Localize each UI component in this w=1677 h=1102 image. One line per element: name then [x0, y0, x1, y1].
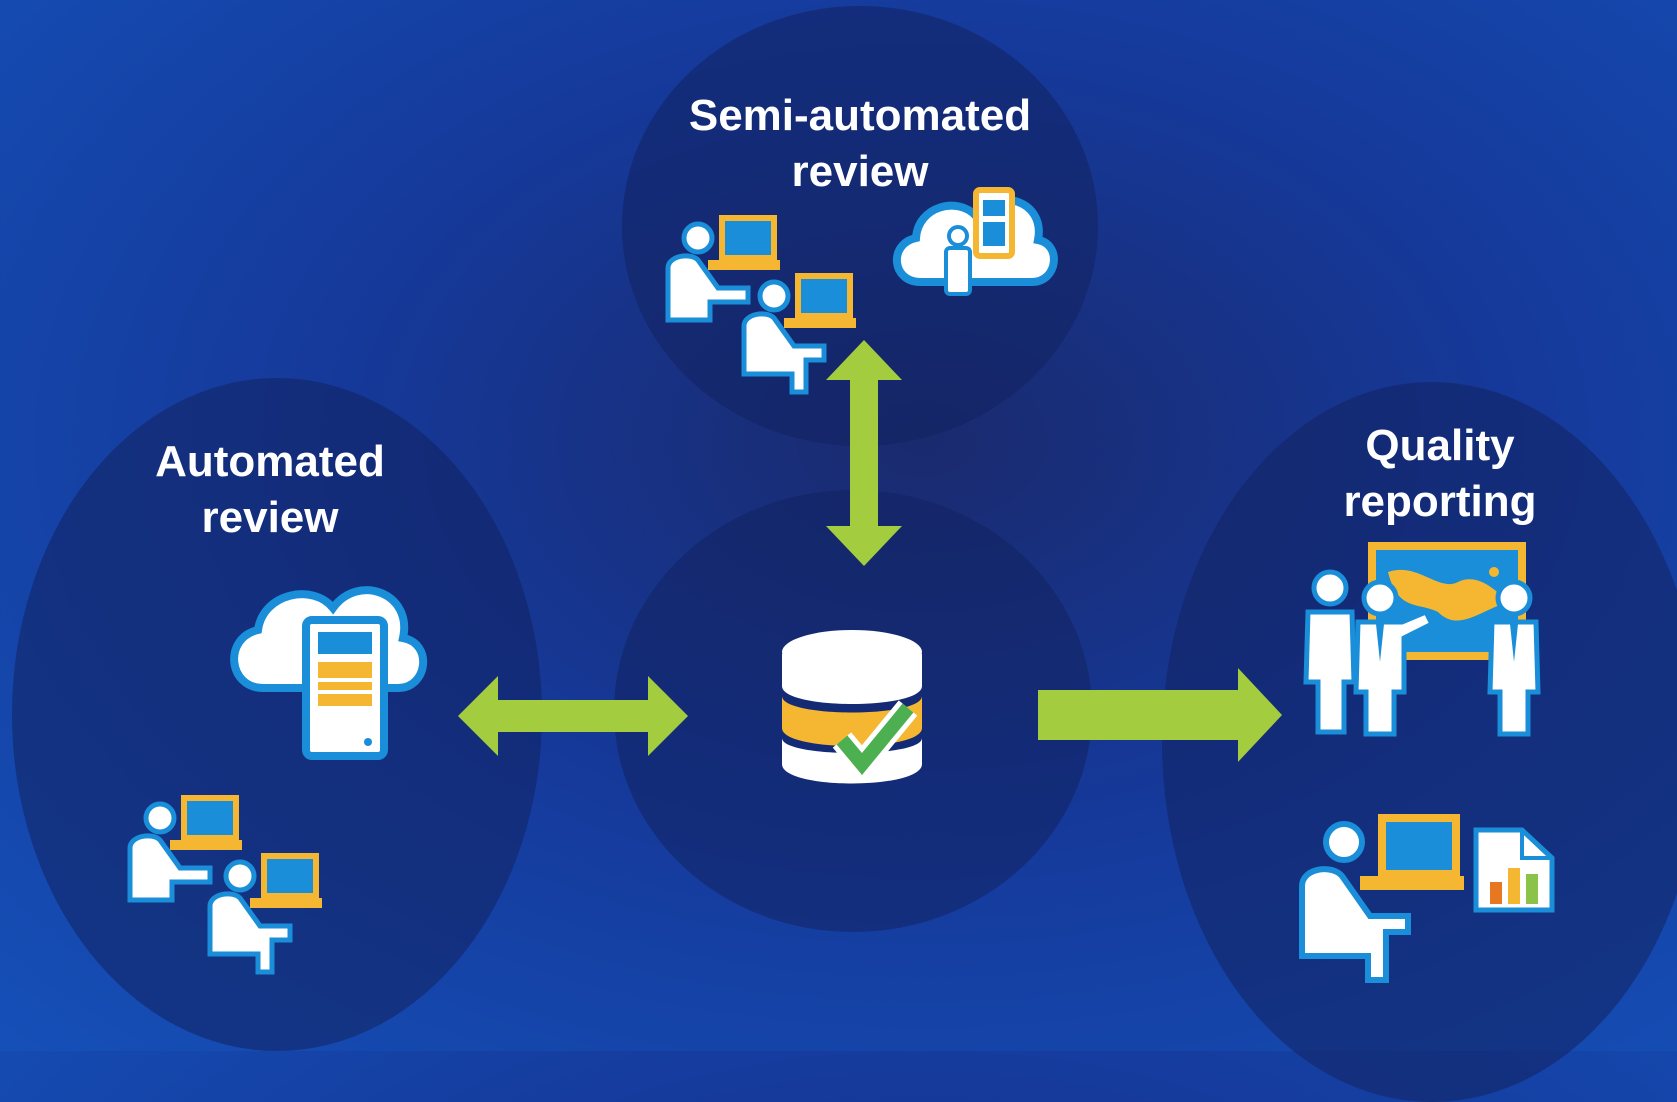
central-database-zone — [614, 490, 1092, 932]
automated-review-line2: review — [201, 493, 339, 542]
person-laptop-report-icon — [1299, 814, 1555, 983]
semi-automated-review-line1: Semi-automated — [688, 91, 1032, 140]
bidirectional-arrow-automated-database — [458, 676, 688, 756]
quality-reporting-line2: reporting — [1343, 477, 1537, 526]
quality-reporting-line1: Quality — [1365, 421, 1515, 470]
automated-review-line1: Automated — [155, 437, 385, 486]
people-laptops-icon — [127, 795, 322, 975]
automated-review-label: Automated review — [130, 434, 410, 546]
semi-automated-people-laptops-icon — [665, 215, 856, 395]
cloud-mobile-user-icon — [893, 187, 1058, 296]
semi-automated-review-line2: review — [791, 147, 929, 196]
cloud-server-icon — [230, 586, 428, 760]
bidirectional-arrow-semi-automated-database — [826, 340, 902, 566]
arrow-database-to-quality-reporting — [1038, 668, 1282, 762]
database-check-icon — [782, 630, 922, 784]
presentation-team-icon — [1303, 542, 1541, 737]
quality-reporting-label: Quality reporting — [1300, 418, 1580, 530]
semi-automated-review-label: Semi-automated review — [660, 88, 1060, 200]
